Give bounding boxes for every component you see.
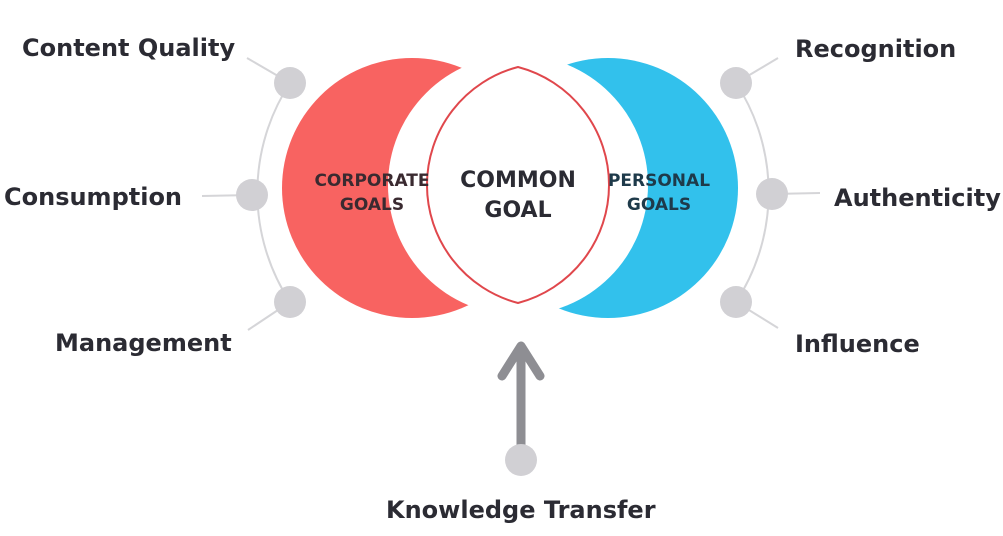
common-goal-lens bbox=[388, 55, 648, 315]
common-goal-line2: GOAL bbox=[484, 198, 552, 223]
node-management bbox=[274, 286, 306, 318]
personal-goals-line2: GOALS bbox=[626, 195, 692, 215]
personal-goals-label: PERSONAL GOALS bbox=[594, 169, 724, 217]
label-knowledge-transfer: Knowledge Transfer bbox=[386, 496, 656, 524]
node-consumption bbox=[236, 179, 268, 211]
personal-goals-line1: PERSONAL bbox=[607, 171, 711, 191]
label-management: Management bbox=[55, 329, 232, 357]
node-knowledge-transfer bbox=[505, 444, 537, 476]
node-influence bbox=[720, 286, 752, 318]
corporate-goals-label: CORPORATE GOALS bbox=[302, 169, 442, 217]
common-goal-line1: COMMON bbox=[460, 168, 576, 193]
label-recognition: Recognition bbox=[795, 35, 957, 63]
label-influence: Influence bbox=[795, 330, 920, 358]
common-goal-label: COMMON GOAL bbox=[453, 166, 583, 226]
node-recognition bbox=[720, 67, 752, 99]
corporate-goals-line1: CORPORATE bbox=[314, 171, 430, 191]
node-authenticity bbox=[756, 178, 788, 210]
corporate-goals-line2: GOALS bbox=[339, 195, 405, 215]
common-goal-lens-outline bbox=[426, 65, 610, 305]
label-content-quality: Content Quality bbox=[22, 34, 236, 62]
arrow-up-icon bbox=[497, 341, 545, 381]
label-consumption: Consumption bbox=[4, 183, 183, 211]
node-content-quality bbox=[274, 67, 306, 99]
label-authenticity: Authenticity bbox=[834, 184, 1001, 212]
